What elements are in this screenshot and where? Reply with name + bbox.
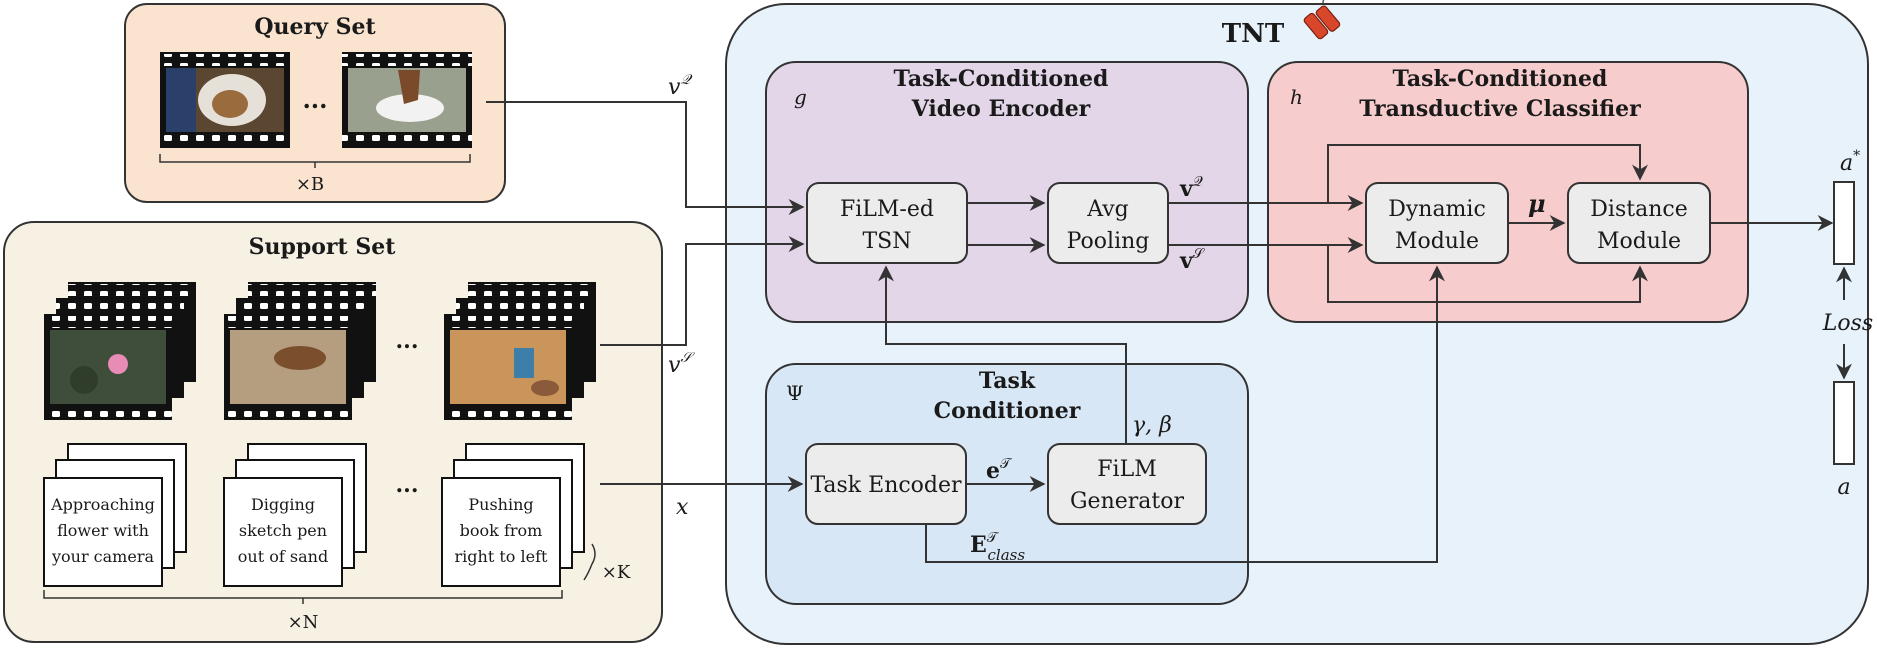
support-label-1-line3: your camera (51, 547, 155, 566)
support-film-stack-2 (224, 282, 376, 420)
gamma-beta-to-tsn-arrow (878, 265, 1127, 444)
support-k-brace (583, 543, 596, 581)
classifier-panel: h Task-Conditioned Transductive Classifi… (1267, 61, 1749, 323)
query-set-panel: Query Set ... ×B (124, 3, 506, 203)
task-conditioner-title-line1: Task (979, 368, 1036, 394)
dynamite-icon (1303, 0, 1341, 40)
output-prediction-bar (1833, 181, 1855, 265)
vs-to-distance-arrow (1327, 245, 1648, 303)
support-label-cards-3: Pushing book from right to left (441, 443, 585, 587)
output-a-star-label: a* (1840, 148, 1860, 176)
support-label-cards-2: Digging sketch pen out of sand (223, 443, 367, 587)
support-n-label: ×N (288, 612, 319, 633)
avg-pooling-box (1047, 182, 1169, 264)
film-generator-line2: Generator (1070, 489, 1185, 514)
film-tsn-line1: FiLM-ed (840, 197, 934, 222)
e-t-label: e𝒯 (986, 456, 1013, 484)
vq-label: v𝒬 (1179, 174, 1203, 202)
avg-pooling-line2: Pooling (1067, 229, 1150, 254)
support-to-tsn-arrow (600, 236, 805, 346)
video-encoder-title-line1: Task-Conditioned (894, 66, 1109, 92)
task-conditioner-letter: Ψ (786, 381, 804, 405)
query-set-title: Query Set (254, 14, 376, 40)
support-label-3-line3: right to left (455, 547, 548, 566)
output-panel: a* Loss a (1822, 148, 1873, 500)
classifier-letter: h (1290, 85, 1303, 109)
support-n-brace (43, 590, 563, 604)
support-label-2-line3: out of sand (238, 547, 328, 566)
classifier-title-line2: Transductive Classifier (1359, 96, 1641, 122)
query-film-frame-1 (160, 52, 290, 148)
support-film-stack-1 (44, 282, 196, 420)
query-count-label: ×B (296, 174, 324, 195)
distance-module-line2: Module (1597, 229, 1681, 254)
output-a-label: a (1837, 475, 1850, 500)
mu-label: μ (1528, 189, 1546, 218)
support-label-cards-1: Approaching flower with your camera (43, 443, 187, 587)
support-film-stack-3 (444, 282, 596, 420)
connections (486, 101, 1834, 563)
support-label-2-line2: sketch pen (239, 521, 327, 540)
distance-module-line1: Distance (1590, 197, 1687, 222)
classifier-title-line1: Task-Conditioned (1393, 66, 1608, 92)
dynamic-module-line2: Module (1395, 229, 1479, 254)
vq-to-distance-arrow (1327, 144, 1648, 203)
video-encoder-title-line2: Video Encoder (911, 96, 1091, 122)
input-vs-label: v𝒮 (668, 350, 695, 378)
support-label-3-line2: book from (460, 521, 543, 540)
film-tsn-box (806, 182, 968, 264)
support-label-1-line2: flower with (57, 521, 149, 540)
support-k-label: ×K (602, 562, 631, 583)
video-encoder-panel: g Task-Conditioned Video Encoder FiLM-ed… (765, 61, 1249, 323)
task-encoder-label: Task Encoder (810, 473, 962, 498)
support-set-title: Support Set (249, 234, 397, 260)
input-x-label: x (676, 495, 689, 520)
support-card-ellipsis: ... (396, 472, 419, 498)
dynamic-module-line1: Dynamic (1388, 197, 1486, 222)
input-vq-label: v𝒬 (668, 72, 692, 100)
support-label-1-line1: Approaching (50, 495, 155, 514)
e-class-to-dynamic-arrow (925, 265, 1445, 563)
loss-label: Loss (1822, 311, 1873, 336)
tnt-title: TNT (1222, 19, 1285, 49)
query-ellipsis: ... (302, 85, 327, 114)
video-encoder-letter: g (794, 85, 807, 109)
film-tsn-line2: TSN (863, 229, 912, 254)
film-generator-line1: FiLM (1097, 457, 1156, 482)
gamma-beta-label: γ, β (1132, 413, 1172, 438)
vs-label: v𝒮 (1179, 246, 1206, 274)
avg-pooling-line1: Avg (1086, 197, 1129, 222)
support-set-panel: Support Set ... (3, 221, 663, 643)
query-to-tsn-arrow (486, 101, 805, 215)
support-label-2-line1: Digging (251, 495, 315, 514)
query-film-frame-2 (342, 52, 472, 148)
task-conditioner-title-line2: Conditioner (934, 398, 1081, 424)
output-label-bar (1833, 381, 1855, 465)
tnt-panel: TNT g Task-Conditioned Video Encoder FiL… (725, 0, 1869, 645)
query-brace (159, 154, 471, 168)
support-label-3-line1: Pushing (468, 495, 533, 514)
support-film-ellipsis: ... (396, 328, 419, 354)
